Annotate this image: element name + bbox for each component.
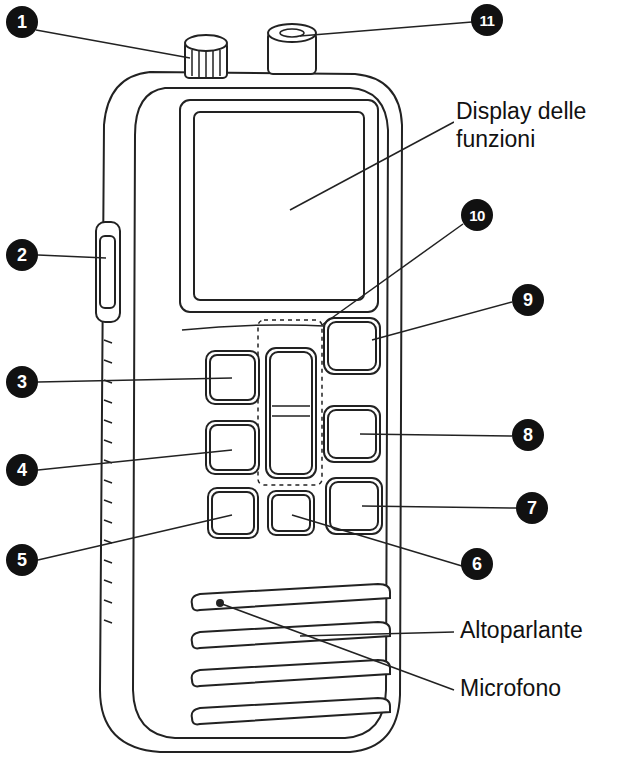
keypad-part xyxy=(206,421,259,474)
keypad-part xyxy=(206,351,259,404)
leader-lines-part xyxy=(290,122,454,210)
side-button xyxy=(96,222,120,322)
volume-knob xyxy=(185,35,227,78)
radio-body-part xyxy=(104,340,112,623)
callout-number: 3 xyxy=(6,366,38,398)
keypad-part xyxy=(272,495,310,531)
leader-lines-part xyxy=(36,30,190,58)
callout-number: 9 xyxy=(512,284,544,316)
leader-lines-part xyxy=(360,434,512,436)
speaker-grille-part xyxy=(192,622,390,648)
callout-number: 10 xyxy=(461,199,493,231)
callout-number: 4 xyxy=(6,454,38,486)
callout-number: 1 xyxy=(6,6,38,38)
keypad-part xyxy=(270,352,312,474)
keypad-part xyxy=(328,322,376,370)
leader-lines xyxy=(36,22,516,690)
leader-lines-part xyxy=(38,378,232,382)
leader-lines-part xyxy=(38,255,106,258)
callout-number: 2 xyxy=(6,239,38,271)
leader-lines-part xyxy=(362,506,516,508)
keypad-part xyxy=(324,318,380,374)
speaker-grille-part xyxy=(192,698,390,724)
part-label: Microfono xyxy=(458,675,563,703)
leader-lines-part xyxy=(222,604,454,690)
callout-number: 11 xyxy=(471,4,503,36)
leader-lines-part xyxy=(372,302,512,340)
speaker-grille-part xyxy=(192,584,390,610)
keypad-part xyxy=(208,488,258,538)
part-label: Altoparlante xyxy=(458,617,585,645)
keypad-part xyxy=(266,348,316,478)
leader-lines-part xyxy=(322,224,463,325)
side-button-part xyxy=(100,236,115,308)
keypad-part xyxy=(258,320,322,485)
keypad-part xyxy=(268,491,314,535)
channel-knob xyxy=(268,24,316,74)
keypad-part xyxy=(212,492,254,534)
speaker-grille-part xyxy=(217,600,223,606)
callout-number: 7 xyxy=(516,492,548,524)
leader-lines-part xyxy=(38,515,232,560)
callout-number: 5 xyxy=(6,544,38,576)
callout-number: 6 xyxy=(461,548,493,580)
leader-lines-part xyxy=(300,632,454,636)
volume-knob-part xyxy=(192,50,220,78)
callout-number: 8 xyxy=(512,419,544,451)
part-label: Display delle funzioni xyxy=(454,98,628,153)
display-screen-part xyxy=(194,112,364,300)
display-screen xyxy=(180,100,380,330)
side-button-part xyxy=(96,222,120,322)
keypad xyxy=(206,318,382,538)
leader-lines-part xyxy=(292,515,462,566)
channel-knob-part xyxy=(268,24,316,42)
keypad-part xyxy=(210,355,255,400)
speaker-grille-part xyxy=(192,660,390,686)
leader-lines-part xyxy=(300,22,472,36)
speaker-grille xyxy=(192,584,390,724)
keypad-part xyxy=(210,425,255,470)
volume-knob-part xyxy=(185,35,227,51)
display-screen-part xyxy=(180,100,378,312)
leader-lines-part xyxy=(38,450,232,470)
keypad-part xyxy=(272,406,310,416)
